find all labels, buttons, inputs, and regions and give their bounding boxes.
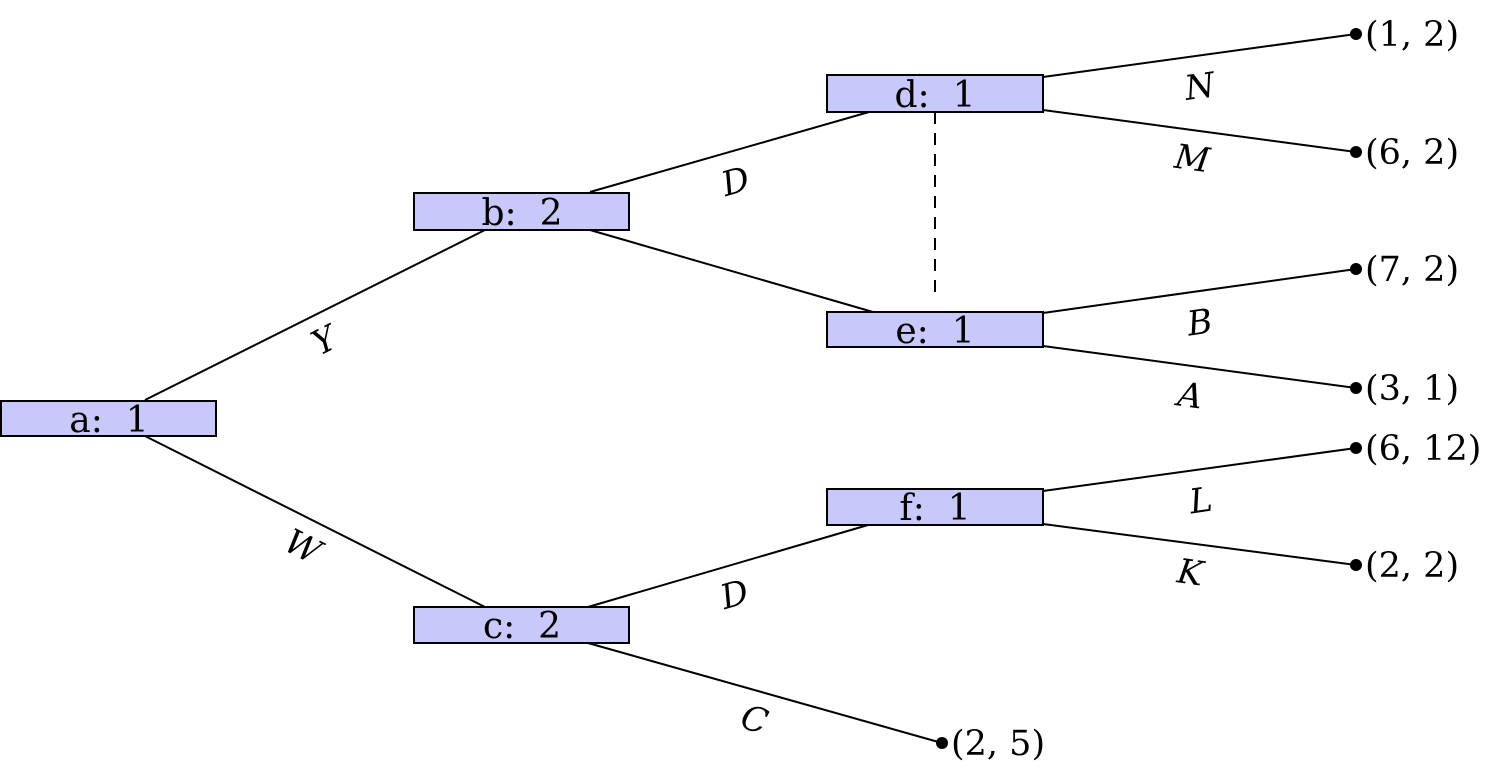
- node-label-c: c: 2: [483, 606, 561, 647]
- node-box-d: [826, 74, 1044, 113]
- leaf-f-l: (6, 12): [1350, 429, 1481, 469]
- action-label-l: L: [1186, 480, 1215, 523]
- node-label-d: d: 1: [895, 75, 976, 116]
- edge-a-b: [144, 229, 486, 401]
- leaf-d-m: (6, 2): [1350, 133, 1459, 173]
- action-label-w: W: [278, 521, 330, 574]
- edge-c-f: [587, 524, 869, 608]
- node-c: c: 2: [413, 606, 630, 647]
- node-d: d: 1: [826, 74, 1044, 116]
- payoff-label: (3, 1): [1365, 369, 1459, 409]
- node-box-f: [826, 488, 1044, 526]
- edges: [144, 33, 1357, 744]
- edge-f-leaf-k: [1042, 523, 1357, 566]
- leaf-dot: [1350, 559, 1362, 571]
- node-f: f: 1: [826, 488, 1044, 529]
- leaf-c-c: (2, 5): [936, 724, 1045, 764]
- payoff-label: (6, 12): [1365, 429, 1481, 469]
- edge-f-leaf-l: [1042, 447, 1357, 492]
- leaf-dot: [1350, 28, 1362, 40]
- action-label-b-d: D: [716, 159, 754, 205]
- edge-e-leaf-b: [1042, 268, 1357, 314]
- leaf-e-b: (7, 2): [1350, 250, 1459, 290]
- payoff-label: (6, 2): [1365, 133, 1459, 173]
- node-label-a: a: 1: [69, 400, 148, 441]
- action-label-k: K: [1174, 551, 1208, 595]
- node-label-e: e: 1: [895, 311, 974, 352]
- node-a: a: 1: [0, 400, 217, 441]
- edge-a-c: [144, 435, 486, 608]
- node-box-e: [826, 311, 1044, 348]
- edge-e-leaf-a: [1042, 345, 1357, 389]
- action-label-c-d: D: [715, 572, 753, 618]
- edge-d-leaf-m: [1042, 109, 1357, 153]
- leaf-dot: [1350, 146, 1362, 158]
- payoff-label: (1, 2): [1365, 15, 1459, 55]
- action-label-b: B: [1184, 301, 1215, 344]
- action-label-m: M: [1171, 137, 1213, 182]
- leaf-dot: [1350, 382, 1362, 394]
- action-label-a: A: [1172, 374, 1205, 417]
- payoff-label: (2, 2): [1365, 546, 1459, 586]
- leaf-e-a: (3, 1): [1350, 369, 1459, 409]
- node-box-a: [0, 400, 217, 437]
- leaf-d-n: (1, 2): [1350, 15, 1459, 55]
- node-b: b: 2: [413, 192, 630, 234]
- edge-b-e: [589, 229, 874, 313]
- action-label-n: N: [1181, 65, 1218, 109]
- leaf-dot: [1350, 263, 1362, 275]
- edge-c-leaf: [587, 642, 943, 744]
- action-label-y: Y: [305, 317, 346, 364]
- node-box-b: [413, 192, 630, 231]
- edge-d-leaf-n: [1042, 33, 1357, 78]
- leaf-dot: [936, 737, 948, 749]
- leaf-f-k: (2, 2): [1350, 546, 1459, 586]
- node-label-f: f: 1: [899, 488, 970, 529]
- node-label-b: b: 2: [482, 193, 563, 234]
- node-box-c: [413, 606, 630, 644]
- action-label-c-c: C: [736, 697, 772, 743]
- leaf-dot: [1350, 442, 1362, 454]
- payoff-label: (7, 2): [1365, 250, 1459, 290]
- node-e: e: 1: [826, 311, 1044, 352]
- edge-b-d: [589, 111, 870, 193]
- payoff-label: (2, 5): [951, 724, 1045, 764]
